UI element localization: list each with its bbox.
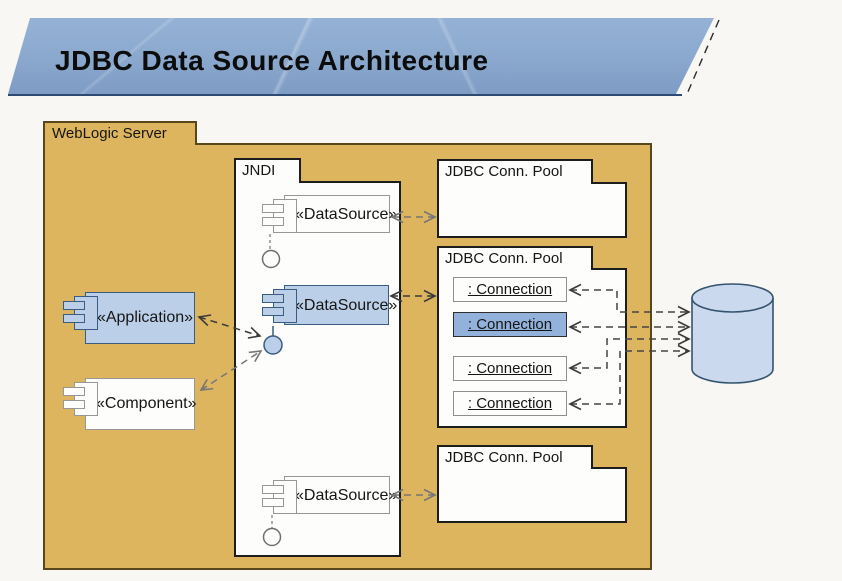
component-icon-tab	[63, 400, 85, 409]
connection-object-1: : Connection	[453, 277, 567, 302]
jdbc-pool-bottom-body	[437, 467, 627, 523]
component-icon-tab	[63, 387, 85, 396]
jndi-package-tab: JNDI	[234, 158, 301, 183]
component-icon-tab	[262, 307, 284, 316]
datasource-middle-label: «DataSource»	[295, 297, 398, 314]
jdbc-pool-middle-tab: JDBC Conn. Pool	[437, 246, 593, 270]
component-icon-tab	[262, 498, 284, 507]
database-cylinder	[691, 283, 774, 384]
weblogic-server-package-tab: WebLogic Server	[43, 121, 197, 145]
datasource-middle-component: «DataSource»	[262, 285, 398, 325]
connection-object-2-highlighted: : Connection	[453, 312, 567, 337]
component-component: «Component»	[63, 378, 197, 430]
component-icon-tab	[262, 204, 284, 213]
component-icon-tab	[262, 294, 284, 303]
jdbc-pool-bottom-label: JDBC Conn. Pool	[445, 449, 563, 466]
datasource-top-component: «DataSource»	[262, 195, 398, 233]
component-icon-tab	[262, 217, 284, 226]
jdbc-pool-middle-label: JDBC Conn. Pool	[445, 250, 563, 267]
title-banner	[8, 18, 714, 94]
application-component: «Application»	[63, 292, 195, 344]
banner-underline	[8, 94, 682, 96]
connection-object-4: : Connection	[453, 391, 567, 416]
banner-texture	[8, 18, 714, 94]
datasource-top-label: «DataSource»	[295, 206, 398, 223]
jdbc-pool-top-label: JDBC Conn. Pool	[445, 163, 563, 180]
jndi-label: JNDI	[242, 162, 276, 179]
jdbc-pool-top-body	[437, 182, 627, 238]
jdbc-pool-top-tab: JDBC Conn. Pool	[437, 159, 593, 184]
connection-object-2-label: : Connection	[467, 316, 553, 333]
component-icon	[273, 480, 297, 514]
datasource-bottom-component: «DataSource»	[262, 476, 398, 514]
component-icon-tab	[63, 314, 85, 323]
connection-object-3-label: : Connection	[467, 360, 553, 377]
connection-object-1-label: : Connection	[467, 281, 553, 298]
connection-object-3: : Connection	[453, 356, 567, 381]
component-icon	[273, 199, 297, 233]
datasource-bottom-label: «DataSource»	[295, 487, 398, 504]
component-icon-tab	[262, 485, 284, 494]
page-title: JDBC Data Source Architecture	[55, 45, 489, 76]
weblogic-server-label: WebLogic Server	[52, 125, 167, 142]
component-label: «Component»	[96, 395, 197, 412]
component-icon-tab	[63, 301, 85, 310]
connection-object-4-label: : Connection	[467, 395, 553, 412]
application-label: «Application»	[96, 309, 194, 326]
jdbc-pool-bottom-tab: JDBC Conn. Pool	[437, 445, 593, 469]
